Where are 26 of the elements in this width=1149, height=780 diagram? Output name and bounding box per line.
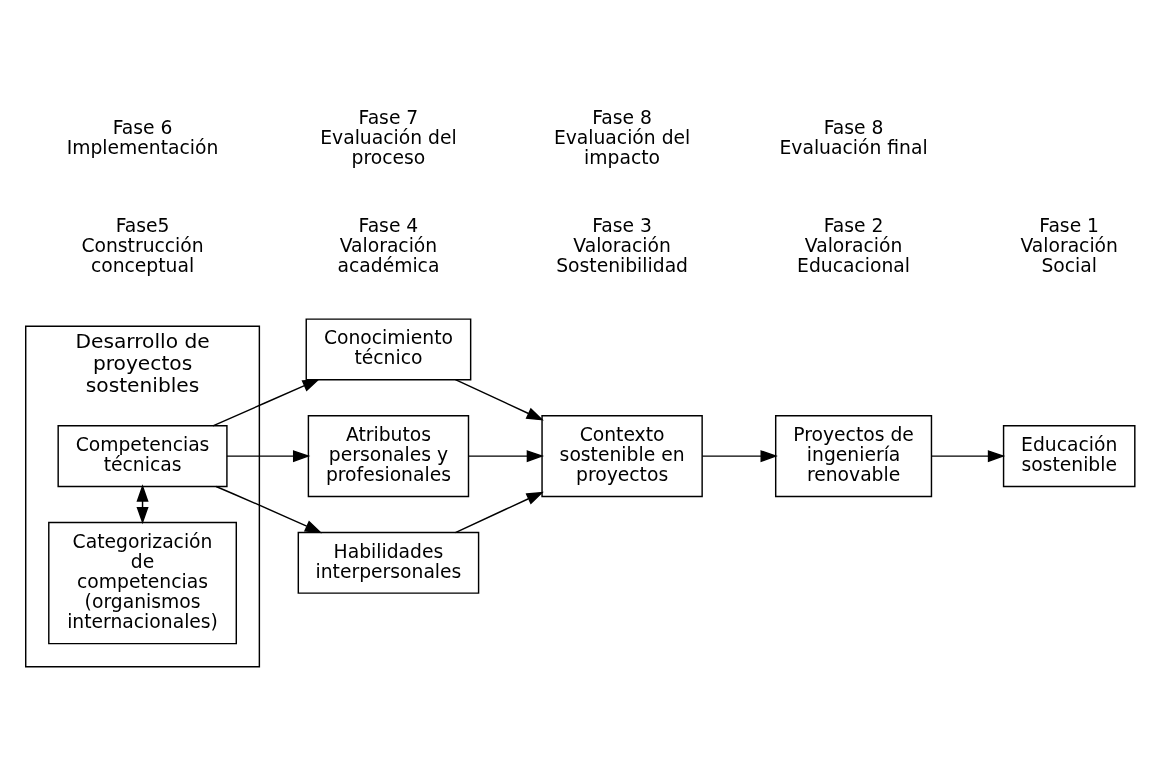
label: Fase 6 Implementación [66, 116, 219, 158]
label: Fase 4 Valoración académica [337, 214, 440, 276]
arrow [454, 378, 544, 421]
node-box: Habilidades interpersonales [297, 531, 480, 594]
label: Fase 8 Evaluación final [779, 116, 928, 158]
label: Fase 1 Valoración Social [1020, 214, 1118, 276]
arrow [212, 378, 320, 427]
arrow [931, 449, 1006, 462]
node-box: Educación sostenible [1002, 424, 1136, 487]
node-box: Contexto sostenible en proyectos [541, 414, 703, 497]
label: Fase 2 Valoración Educacional [797, 214, 911, 276]
arrow [226, 449, 311, 462]
node-box: Atributos personales y profesionales [307, 414, 470, 497]
label: Fase 7 Evaluación del proceso [320, 106, 457, 168]
label: Fase 3 Valoración Sostenibilidad [556, 214, 689, 276]
label: Fase5 Construcción conceptual [81, 214, 204, 276]
arrow [701, 449, 778, 462]
label: Fase 8 Evaluación del impacto [553, 106, 691, 168]
node-box: Categorización de competencias (organismos internacionales) [48, 521, 237, 644]
node-box: Competencias técnicas [57, 424, 228, 487]
node-box: Conocimiento técnico [305, 317, 472, 380]
arrow [454, 491, 544, 533]
arrow [467, 449, 545, 462]
arrow [215, 485, 323, 533]
node-box: Proyectos de ingeniería renovable [775, 414, 933, 497]
arrow [136, 483, 149, 524]
